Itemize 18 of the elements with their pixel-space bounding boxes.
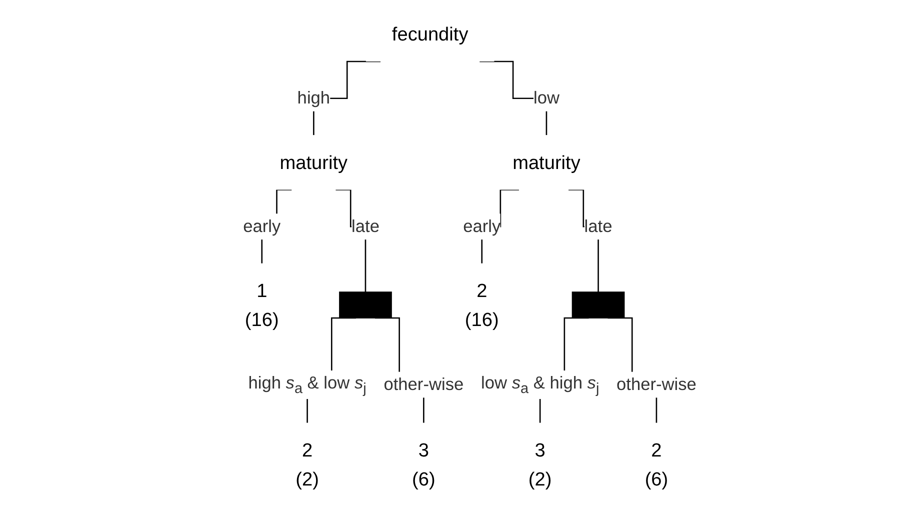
node-text: 1 (16): [244, 280, 279, 330]
node-text: 2 (16): [464, 280, 499, 330]
edge-label: high s$_{a}$ & low s$_{j}$: [248, 374, 366, 396]
edge-label: late: [351, 217, 380, 236]
node-text: 3 (6): [412, 439, 436, 490]
node-text: 2 (2): [295, 439, 319, 490]
edge-label: early: [242, 217, 280, 236]
edge-label: high: [297, 88, 330, 108]
node-text: 2 (6): [644, 439, 668, 490]
node-bar: [338, 292, 392, 318]
edge-label: low s$_{a}$ & high s$_{j}$: [480, 374, 599, 396]
node-bar: [572, 292, 625, 318]
edge-label: other-wise: [384, 375, 464, 394]
edge-label: other-wise: [616, 375, 696, 394]
edge-label: late: [584, 217, 612, 236]
edge-label: early: [462, 217, 500, 236]
edge-label: low: [533, 88, 560, 108]
node-text: 3 (2): [528, 439, 552, 490]
